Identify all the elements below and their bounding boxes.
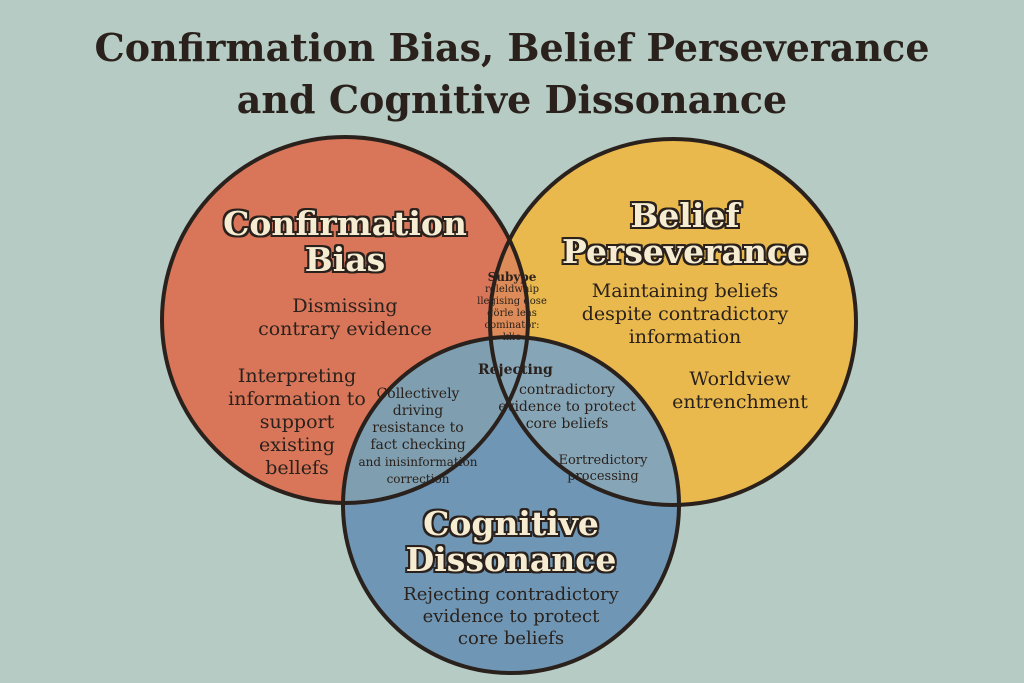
cb-item-1: Dismissing contrary evidence — [220, 295, 470, 341]
title-line-2: and Cognitive Dissonance — [236, 77, 788, 122]
cb-item-1-line-1: Dismissing — [292, 295, 398, 317]
overlap-bp-cd-line-4: Eortredictory — [558, 453, 648, 468]
bp-item-2-line-2: entrenchment — [672, 391, 808, 413]
overlap-cb-bp-line-2: llegising dose — [477, 296, 547, 307]
cd-heading: Cognitive Dissonance — [376, 506, 646, 578]
overlap-cb-bp-line-1: releldwhip — [484, 284, 539, 295]
overlap-cb-bp-line-4: cominator: klio — [484, 320, 540, 343]
overlap-cb-cd-line-1: Collectively — [376, 386, 460, 402]
cd-item-1-line-2: evidence to protect — [422, 606, 600, 627]
cb-item-2-line-2: information to — [228, 388, 366, 410]
outline-cognitive-dissonance — [341, 335, 681, 675]
bp-item-2: Worldview entrenchment — [655, 368, 825, 414]
bp-item-1: Maintaining beliefs despite contradictor… — [560, 280, 810, 349]
bp-heading-line-1: Belief — [630, 196, 740, 235]
overlap-cb-bp-text: Subype releldwhip llegising dose görle l… — [474, 270, 550, 344]
overlap-cb-cd-line-5: and inisinformation — [358, 455, 478, 469]
overlap-bp-cd-line-5: processing — [567, 469, 639, 484]
bp-item-1-line-2: despite contradictory — [581, 303, 789, 325]
overlap-cb-cd-line-3: resistance to — [372, 420, 464, 436]
outline-belief-perseverance — [488, 137, 858, 507]
cb-item-2-line-3: support — [259, 411, 335, 433]
overlap-bp-cd-text: contradictory evidence to protect core b… — [492, 382, 642, 433]
cb-heading-line-2: Bias — [304, 240, 386, 279]
overlap-bp-cd-line-1: contradictory — [519, 382, 615, 398]
cd-heading-line-1: Cognitive — [423, 504, 599, 543]
bp-heading-line-2: Perseverance — [562, 232, 808, 271]
overlap-cb-cd-text: Collectively driving resistance to fact … — [350, 386, 486, 488]
cb-heading-line-1: Confirmation — [223, 204, 467, 243]
bp-heading: Belief Perseverance — [540, 198, 830, 270]
overlap-cb-cd-line-6: correction — [386, 472, 450, 486]
overlap-bp-cd-region — [490, 337, 679, 505]
bp-item-1-line-1: Maintaining beliefs — [591, 280, 779, 302]
cb-item-2-line-5: bellefs — [265, 457, 329, 479]
overlap-cb-cd-line-2: driving — [392, 403, 444, 419]
cd-item-1-line-1: Rejecting contradictory — [403, 584, 619, 605]
cb-item-2-line-4: existing — [259, 434, 335, 456]
overlap-cb-bp-heading: Subype — [487, 270, 537, 284]
cd-item-1-line-3: core beliefs — [457, 628, 565, 649]
cb-item-2-line-1: Interpreting — [237, 365, 357, 387]
bp-item-1-line-3: information — [628, 326, 742, 348]
overlap-cb-cd-region — [343, 337, 528, 503]
title-line-1: Confirmation Bias, Belief Perseverance — [94, 25, 930, 70]
cd-item-1: Rejecting contradictory evidence to prot… — [386, 584, 636, 650]
overlap-bp-cd-line-2: evidence to protect — [498, 399, 636, 415]
overlap-cb-cd-line-4: fact checking — [370, 437, 466, 453]
cb-heading: Confirmation Bias — [200, 206, 490, 278]
bp-item-2-line-1: Worldview — [689, 368, 791, 390]
overlap-bp-cd-line-3: core beliefs — [525, 416, 609, 432]
cb-item-1-line-2: contrary evidence — [258, 318, 432, 340]
overlap-bp-cd-extra: Eortredictory processing — [548, 453, 658, 485]
overlap-cb-bp-line-3: görle leas — [487, 308, 537, 319]
cb-item-2: Interpreting information to support exis… — [212, 365, 382, 480]
overlap-bp-cd-heading: Rejecting — [478, 362, 553, 378]
cd-heading-line-2: Dissonance — [405, 540, 617, 579]
